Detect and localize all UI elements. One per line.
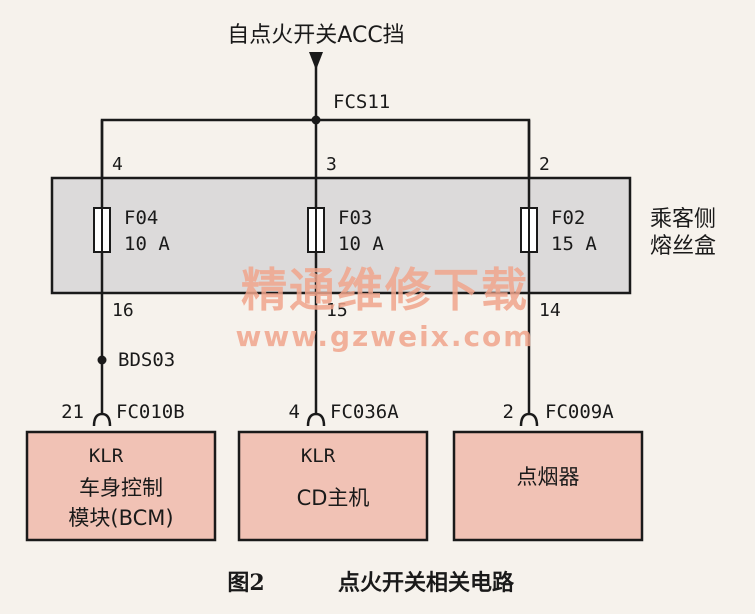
- splice-dot-bds03: [97, 355, 107, 365]
- module-cd-line1: KLR: [301, 445, 336, 467]
- fuse-f04-rating: 10 A: [124, 233, 170, 255]
- figure-title: 点火开关相关电路: [338, 570, 515, 596]
- connector-fc036a-pin: 4: [289, 401, 300, 423]
- fuse-f03-rating: 10 A: [338, 233, 384, 255]
- connector-fc036a-icon: [306, 412, 326, 427]
- module-cd-line2: CD主机: [297, 486, 370, 510]
- module-cigarette-lighter: [452, 430, 644, 542]
- pin-in-f02: 2: [539, 154, 550, 175]
- fuse-f03-name: F03: [338, 207, 372, 229]
- pin-out-f04: 16: [112, 300, 134, 321]
- module-bcm-line2: 车身控制: [79, 476, 163, 500]
- module-cd-player: [237, 430, 429, 542]
- source-arrow-icon: [309, 52, 323, 70]
- pin-in-f03: 3: [326, 154, 337, 175]
- connector-fc010b-name: FC010B: [116, 401, 185, 423]
- connector-fc010b-pin: 21: [61, 401, 84, 423]
- connector-fc036a-name: FC036A: [330, 401, 399, 423]
- module-bcm: [25, 430, 217, 542]
- figure-number: 图2: [227, 570, 264, 596]
- junction-label-fcs11: FCS11: [333, 91, 390, 113]
- fuse-box-label-line2: 熔丝盒: [650, 234, 716, 259]
- fuse-f04-name: F04: [124, 207, 158, 229]
- fuse-box-label-line1: 乘客侧: [650, 207, 716, 232]
- fuse-f02-name: F02: [551, 207, 585, 229]
- module-bcm-line3: 模块(BCM): [68, 506, 173, 530]
- watermark-line2: www.gzweix.com: [236, 320, 535, 353]
- connector-fc010b-icon: [92, 412, 112, 427]
- pin-out-f02: 14: [539, 300, 561, 321]
- source-label: 自点火开关ACC挡: [227, 23, 404, 48]
- pin-out-f03: 15: [326, 300, 348, 321]
- module-bcm-line1: KLR: [89, 445, 124, 467]
- splice-label-bds03: BDS03: [118, 349, 175, 371]
- fuse-f02-rating: 15 A: [551, 233, 597, 255]
- watermark-line1: 精通维修下载: [241, 263, 529, 317]
- connector-fc009a-name: FC009A: [545, 401, 614, 423]
- module-lighter-line1: 点烟器: [517, 465, 580, 489]
- connector-fc009a-icon: [519, 412, 539, 427]
- pin-in-f04: 4: [112, 154, 123, 175]
- connector-fc009a-pin: 2: [503, 401, 514, 423]
